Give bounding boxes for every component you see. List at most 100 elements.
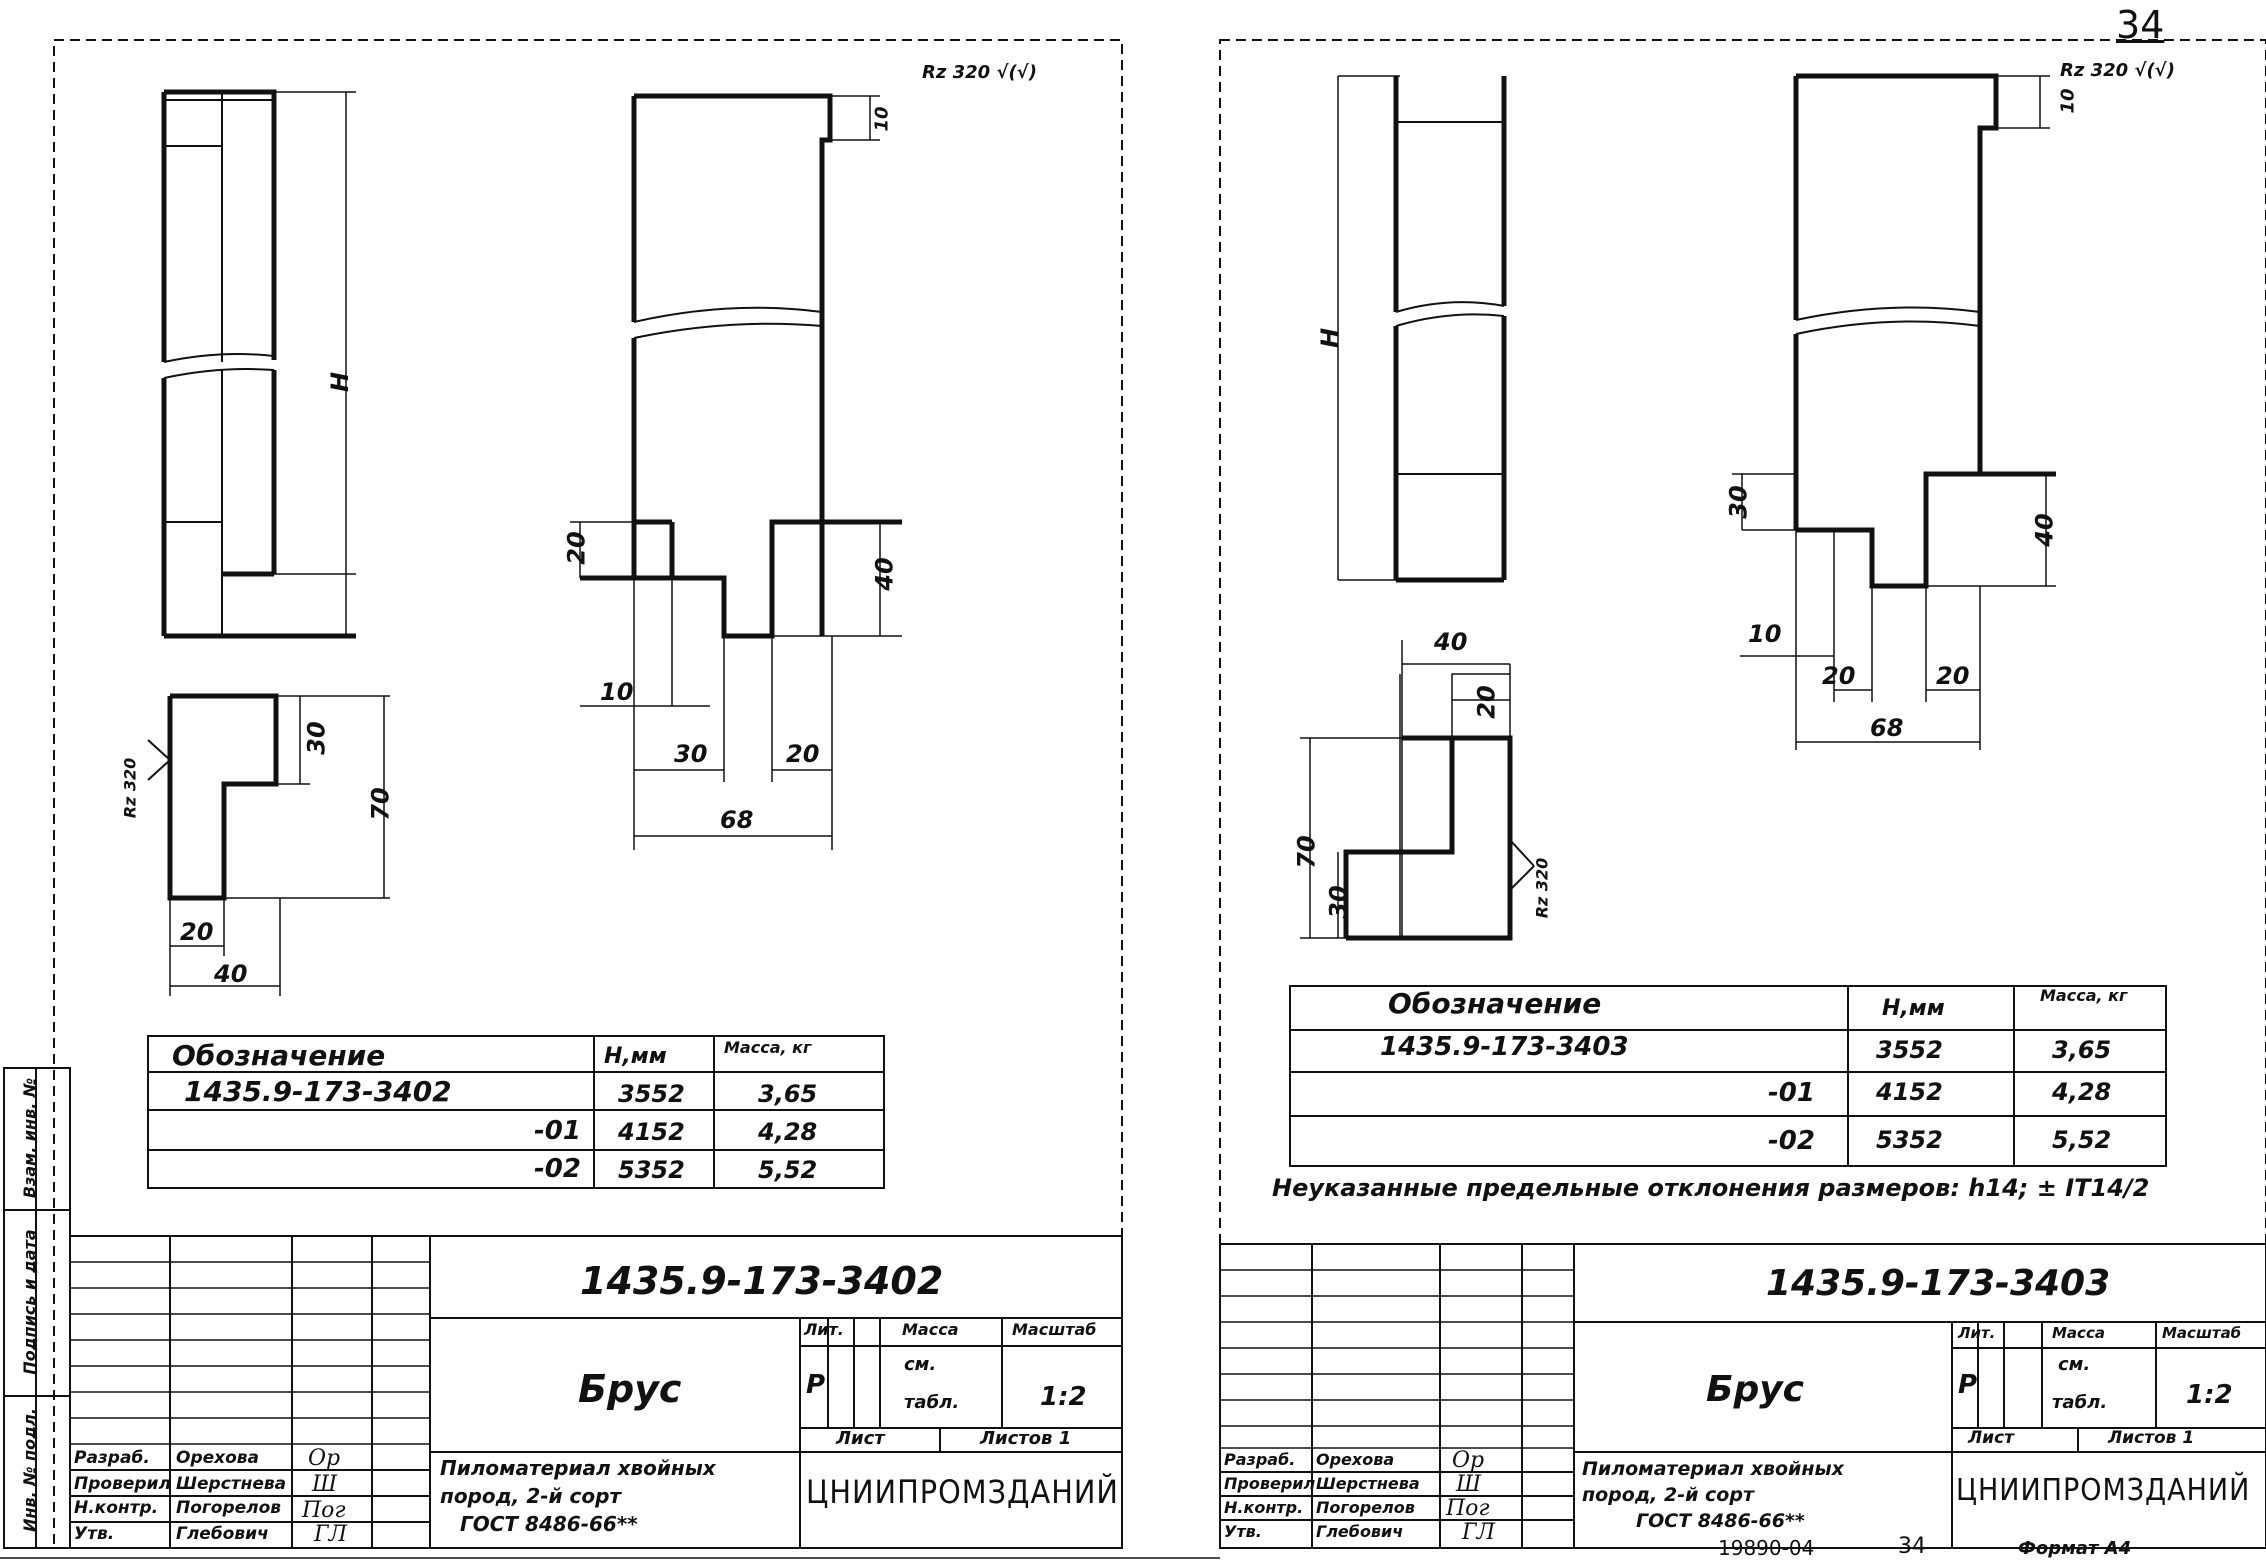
page-number: 34: [2116, 3, 2165, 47]
right-spec-row1-mass: 3,65: [2052, 1036, 2112, 1064]
right-role-2: Проверил: [1224, 1474, 1316, 1493]
right-profile-view: [1732, 73, 2056, 750]
left-spec-header-mass: Масса, кг: [724, 1038, 812, 1057]
left-dim-30: 30: [674, 740, 708, 768]
left-spec-row3-h: 5352: [618, 1156, 685, 1184]
right-title-block-grid: [1219, 1243, 2266, 1549]
right-roughness-mark: Rz 320 √(√): [2060, 60, 2175, 81]
left-lit-label: Лит.: [804, 1320, 844, 1339]
footer-album-code: 19890-04: [1718, 1536, 1815, 1560]
left-spec-row2-designation: -01: [534, 1116, 581, 1146]
left-organization: ЦНИИПРОМЗДАНИЙ: [806, 1473, 1119, 1511]
right-material-3: ГОСТ 8486-66**: [1636, 1510, 1805, 1532]
right-dim-40: 40: [2030, 513, 2059, 547]
side-strip-replace: Взам. инв. №: [20, 1077, 39, 1199]
left-role-2: Проверил: [74, 1474, 171, 1494]
left-dim-68: 68: [720, 806, 754, 834]
left-role-1-name: Орехова: [176, 1448, 260, 1468]
left-section-dim-40: 40: [214, 960, 248, 988]
left-spec-row3-mass: 5,52: [758, 1156, 818, 1184]
right-section-dim-40: 40: [1434, 628, 1468, 656]
left-spec-header-designation: Обозначение: [172, 1039, 386, 1072]
right-mass-value-1: см.: [2058, 1354, 2091, 1375]
right-spec-row2-mass: 4,28: [2052, 1078, 2112, 1106]
right-lit-label: Лит.: [1958, 1324, 1996, 1342]
right-part-name: Брус: [1706, 1369, 1805, 1410]
right-spec-row1-h: 3552: [1876, 1036, 1943, 1064]
left-scale-label: Масштаб: [1012, 1320, 1097, 1339]
right-section-dim-30: 30: [1324, 885, 1353, 919]
right-sheet-label: Лист: [1968, 1428, 2014, 1448]
left-spec-row3-designation: -02: [534, 1154, 581, 1184]
left-spec-table-grid: [147, 1035, 885, 1189]
left-part-name: Брус: [578, 1367, 682, 1411]
left-spec-row2-mass: 4,28: [758, 1118, 818, 1146]
right-tolerance-note: Неуказанные предельные отклонения размер…: [1272, 1174, 2150, 1202]
left-role-3-signature: Пог: [302, 1498, 346, 1523]
left-mass-value-2: табл.: [904, 1392, 960, 1413]
left-role-1-signature: Ор: [308, 1446, 341, 1471]
left-drawing-sheet: [54, 40, 1122, 1548]
right-section-dim-70: 70: [1292, 835, 1321, 869]
left-role-4-signature: ГЛ: [314, 1522, 347, 1547]
left-role-2-name: Шерстнева: [176, 1474, 287, 1494]
footer-page: 34: [1898, 1534, 1926, 1559]
right-scale-label: Масштаб: [2162, 1324, 2242, 1342]
left-role-2-signature: Ш: [312, 1472, 338, 1497]
left-section-dim-30: 30: [302, 721, 331, 755]
right-material-2: пород, 2-й сорт: [1582, 1484, 1754, 1506]
right-section-view: [1300, 640, 1535, 941]
right-scale-value: 1:2: [2186, 1380, 2233, 1410]
right-drawing-code: 1435.9-173-3403: [1766, 1263, 2111, 1304]
left-section-roughness: Rz 320: [120, 757, 140, 819]
left-spec-row2-h: 4152: [618, 1118, 685, 1146]
left-section-dim-20: 20: [180, 918, 214, 946]
right-role-1: Разраб.: [1224, 1450, 1296, 1469]
right-spec-row2-designation: -01: [1768, 1078, 1815, 1108]
right-role-1-signature: Ор: [1452, 1448, 1485, 1473]
right-role-4: Утв.: [1224, 1522, 1262, 1541]
right-mass-label: Масса: [2052, 1324, 2105, 1342]
right-spec-row3-mass: 5,52: [2052, 1126, 2112, 1154]
left-dim-10: 10: [600, 678, 634, 706]
left-mass-label: Масса: [902, 1320, 959, 1339]
right-section-roughness: Rz 320: [1532, 857, 1552, 919]
left-role-3: Н.контр.: [74, 1498, 159, 1518]
right-role-4-signature: ГЛ: [1462, 1520, 1495, 1545]
right-spec-header-h: H,мм: [1882, 996, 1945, 1021]
right-spec-row3-designation: -02: [1768, 1126, 1815, 1156]
right-role-3-name: Погорелов: [1316, 1498, 1415, 1517]
left-scale-value: 1:2: [1040, 1382, 1087, 1412]
right-sheets-label: Листов 1: [2108, 1428, 2195, 1448]
right-dim-h: H: [1316, 327, 1345, 349]
left-lit-value: Р: [806, 1370, 826, 1400]
right-role-1-name: Орехова: [1316, 1450, 1395, 1469]
right-spec-table-grid: [1289, 985, 2167, 1167]
left-spec-row1-h: 3552: [618, 1080, 685, 1108]
right-spec-header-designation: Обозначение: [1388, 987, 1602, 1020]
right-mass-value-2: табл.: [2052, 1392, 2108, 1413]
right-dim-top-10: 10: [2057, 88, 2079, 114]
right-dim-30: 30: [1724, 485, 1753, 519]
left-spec-header-h: H,мм: [604, 1044, 667, 1069]
right-spec-row3-h: 5352: [1876, 1126, 1943, 1154]
right-spec-header-mass: Масса, кг: [2040, 986, 2128, 1005]
right-role-2-name: Шерстнева: [1316, 1474, 1420, 1493]
right-lit-value: Р: [1958, 1370, 1978, 1400]
right-section-dim-20: 20: [1472, 685, 1501, 719]
left-material-3: ГОСТ 8486-66**: [460, 1512, 638, 1536]
left-dim-20: 20: [562, 531, 591, 565]
left-section-dim-70: 70: [366, 787, 395, 821]
footer-format: Формат А4: [2018, 1538, 2132, 1559]
right-spec-row1-designation: 1435.9-173-3403: [1380, 1032, 1629, 1062]
right-role-4-name: Глебович: [1316, 1522, 1404, 1541]
side-strip-inv: Инв. № подл.: [20, 1408, 39, 1532]
left-drawing-code: 1435.9-173-3402: [580, 1259, 944, 1303]
left-elevation-view: [161, 89, 356, 639]
right-role-3-signature: Пог: [1446, 1496, 1490, 1521]
left-material-2: пород, 2-й сорт: [440, 1484, 622, 1508]
left-profile-view: [570, 93, 902, 850]
right-dim-10: 10: [1748, 620, 1782, 648]
left-mass-value-1: см.: [904, 1354, 937, 1375]
right-organization: ЦНИИПРОМЗДАНИЙ: [1956, 1473, 2251, 1508]
